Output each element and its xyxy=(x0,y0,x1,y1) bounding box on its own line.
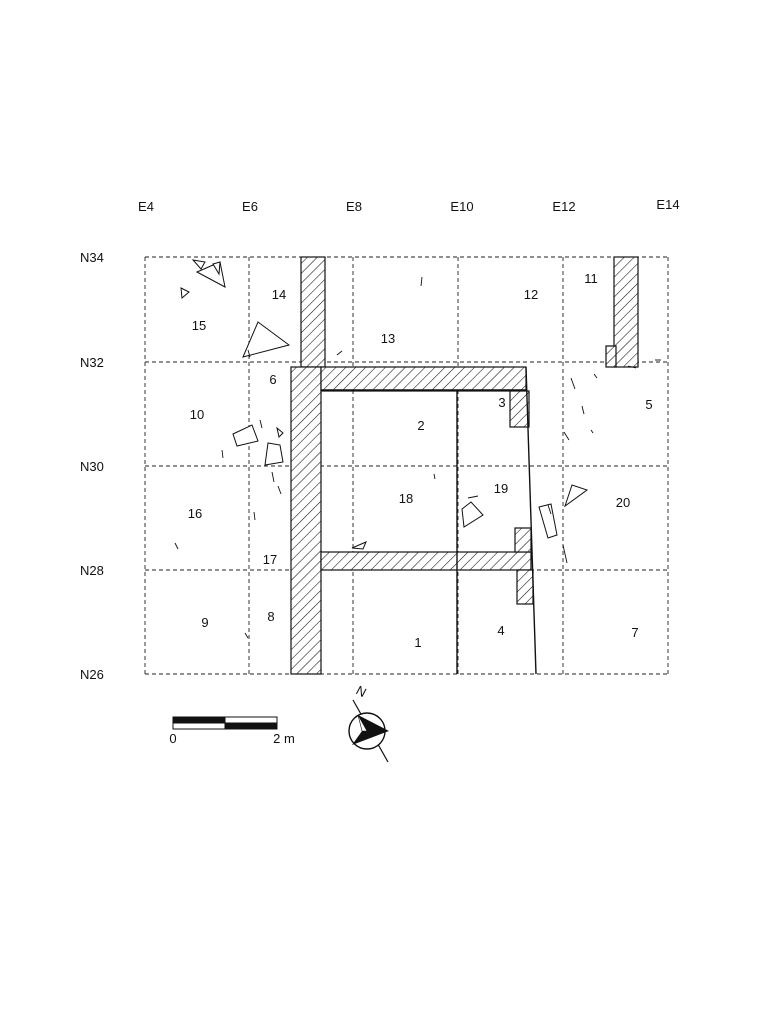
wall-buttress-upper xyxy=(509,390,530,428)
row-label-n26: N26 xyxy=(80,667,104,682)
scale-bar-start-label: 0 xyxy=(169,731,176,746)
wall-east-stub xyxy=(613,256,639,368)
stones xyxy=(180,259,589,550)
row-label-n34: N34 xyxy=(80,250,104,265)
scale-bar-end-label: 2 m xyxy=(273,731,295,746)
unit-label-3: 3 xyxy=(498,395,505,410)
unit-label-19: 19 xyxy=(494,481,508,496)
column-label-e14: E14 xyxy=(656,197,679,212)
wall-north xyxy=(320,366,527,392)
unit-label-12: 12 xyxy=(524,287,538,302)
row-labels: N34 N32 N30 N28 N26 xyxy=(80,250,104,682)
column-label-e8: E8 xyxy=(346,199,362,214)
wall-north-stub xyxy=(300,256,326,368)
survey-grid xyxy=(144,256,669,675)
wall-middle xyxy=(320,551,532,571)
column-labels: E4 E6 E8 E10 E12 E14 xyxy=(138,197,680,214)
unit-label-9: 9 xyxy=(201,615,208,630)
north-arrow-label: N xyxy=(354,682,369,700)
row-label-n32: N32 xyxy=(80,355,104,370)
small-marks xyxy=(174,276,661,639)
column-label-e12: E12 xyxy=(552,199,575,214)
unit-label-15: 15 xyxy=(192,318,206,333)
unit-label-17: 17 xyxy=(263,552,277,567)
unit-label-16: 16 xyxy=(188,506,202,521)
unit-label-7: 7 xyxy=(631,625,638,640)
unit-label-10: 10 xyxy=(190,407,204,422)
unit-label-14: 14 xyxy=(272,287,286,302)
wall-buttress-lower xyxy=(516,569,534,605)
unit-label-11: 11 xyxy=(584,271,598,286)
unit-label-18: 18 xyxy=(399,491,413,506)
unit-label-8: 8 xyxy=(267,609,274,624)
unit-label-5: 5 xyxy=(645,397,652,412)
wall-buttress-middle xyxy=(514,527,532,553)
unit-label-4: 4 xyxy=(497,623,504,638)
unit-labels: 1 2 3 4 5 6 7 8 9 10 11 12 13 14 15 16 1… xyxy=(188,271,653,650)
column-label-e6: E6 xyxy=(242,199,258,214)
wall-west xyxy=(290,366,322,675)
column-label-e10: E10 xyxy=(450,199,473,214)
north-arrow: N xyxy=(348,682,389,763)
walls xyxy=(290,256,639,675)
row-label-n30: N30 xyxy=(80,459,104,474)
scale-bar: 0 2 m xyxy=(169,716,295,746)
unit-label-6: 6 xyxy=(269,372,276,387)
column-label-e4: E4 xyxy=(138,199,154,214)
unit-label-13: 13 xyxy=(381,331,395,346)
unit-label-1: 1 xyxy=(414,635,421,650)
room-lines xyxy=(321,366,537,675)
wall-east-stub-foot xyxy=(605,345,617,368)
unit-label-20: 20 xyxy=(616,495,630,510)
row-label-n28: N28 xyxy=(80,563,104,578)
unit-label-2: 2 xyxy=(417,418,424,433)
